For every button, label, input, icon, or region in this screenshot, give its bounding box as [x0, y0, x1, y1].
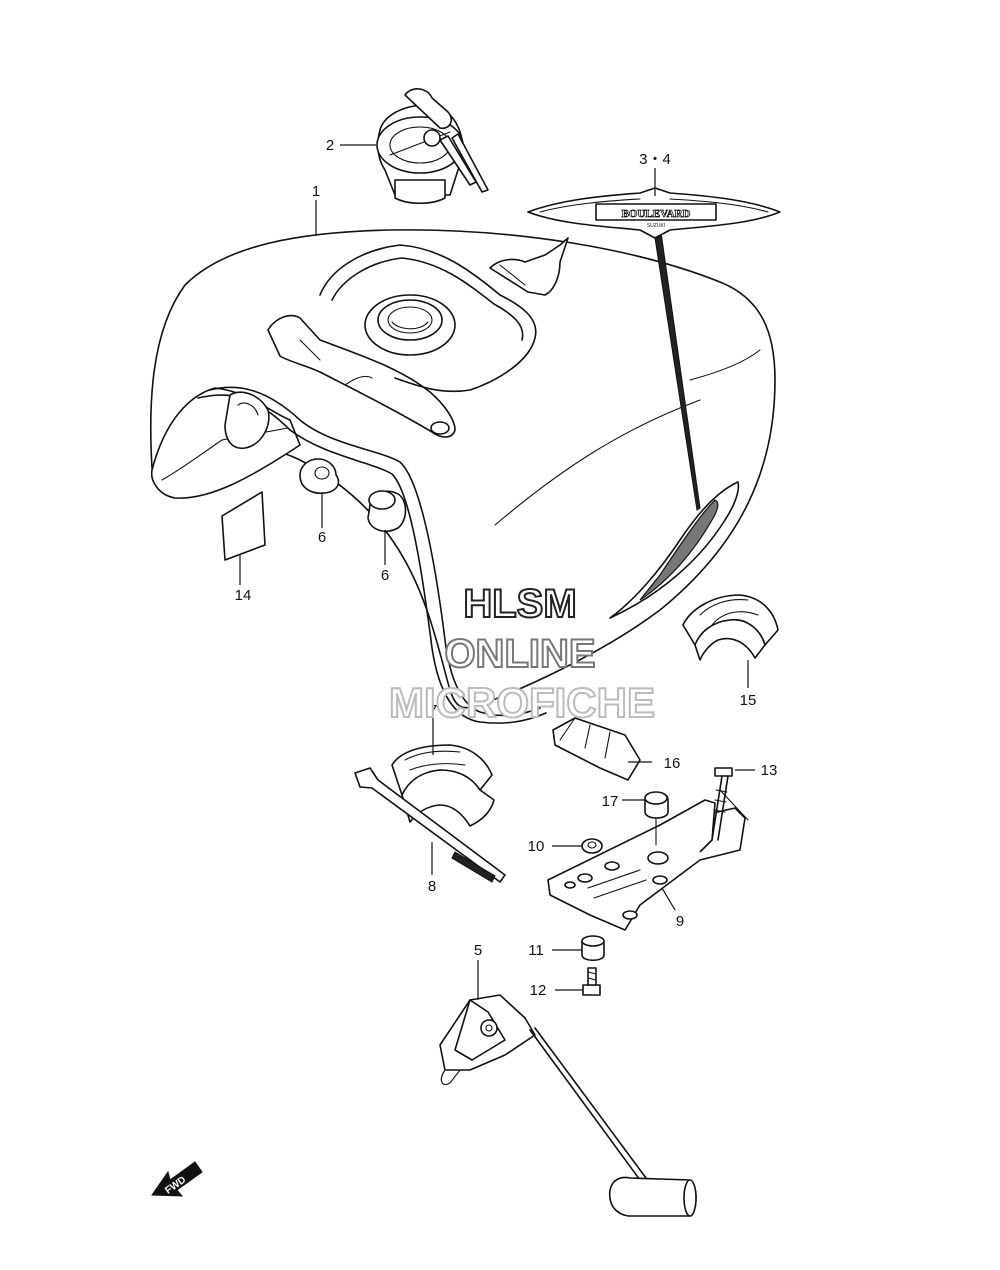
watermark-line-2: ONLINE [444, 632, 595, 676]
tank-cushion-front [682, 594, 779, 661]
screw [711, 767, 733, 841]
callout-7: 7 [429, 702, 437, 719]
watermark: HLSM ONLINE MICROFICHE [388, 581, 656, 727]
callout-3-4: 3・4 [639, 151, 671, 168]
mounting-bracket [547, 789, 749, 931]
fuel-cap [376, 88, 489, 205]
callout-2: 2 [326, 137, 334, 154]
callout-11: 11 [528, 942, 544, 959]
callout-15: 15 [740, 692, 757, 709]
callout-1: 1 [312, 183, 320, 200]
boulevard-emblem: BOULEVARD SUZUKI [527, 187, 781, 239]
damper-rubber [644, 791, 669, 846]
callout-17: 17 [602, 793, 619, 810]
callout-6b: 6 [381, 567, 389, 584]
rubber-block [552, 717, 641, 781]
emblem-subtext: SUZUKI [647, 223, 665, 229]
emblem-text: BOULEVARD [622, 208, 691, 220]
callout-12: 12 [530, 982, 547, 999]
bolt [582, 967, 601, 996]
leader-lines [239, 144, 755, 1000]
watermark-line-1: HLSM [463, 582, 576, 626]
grommet [581, 935, 605, 962]
callout-9: 9 [676, 913, 684, 930]
callout-13: 13 [761, 762, 778, 779]
washer [581, 838, 603, 854]
fuel-level-gauge [439, 994, 697, 1217]
fuel-tank [149, 224, 776, 724]
cushion-left [299, 458, 340, 494]
label-sheet [221, 491, 266, 561]
callout-16: 16 [664, 755, 681, 772]
callout-5: 5 [474, 942, 482, 959]
callout-8: 8 [428, 878, 436, 895]
callout-6a: 6 [318, 529, 326, 546]
tank-cushion-rear [391, 744, 495, 827]
cushion-right [367, 490, 407, 532]
callout-14: 14 [235, 587, 252, 604]
cable-tie [354, 767, 506, 883]
callout-10: 10 [528, 838, 545, 855]
callout-labels: 1 2 3・4 5 6 6 7 8 9 10 11 12 13 14 15 16… [235, 137, 778, 999]
forward-direction-arrow: FWD [151, 1161, 203, 1197]
watermark-line-3: MICROFICHE [389, 679, 655, 726]
